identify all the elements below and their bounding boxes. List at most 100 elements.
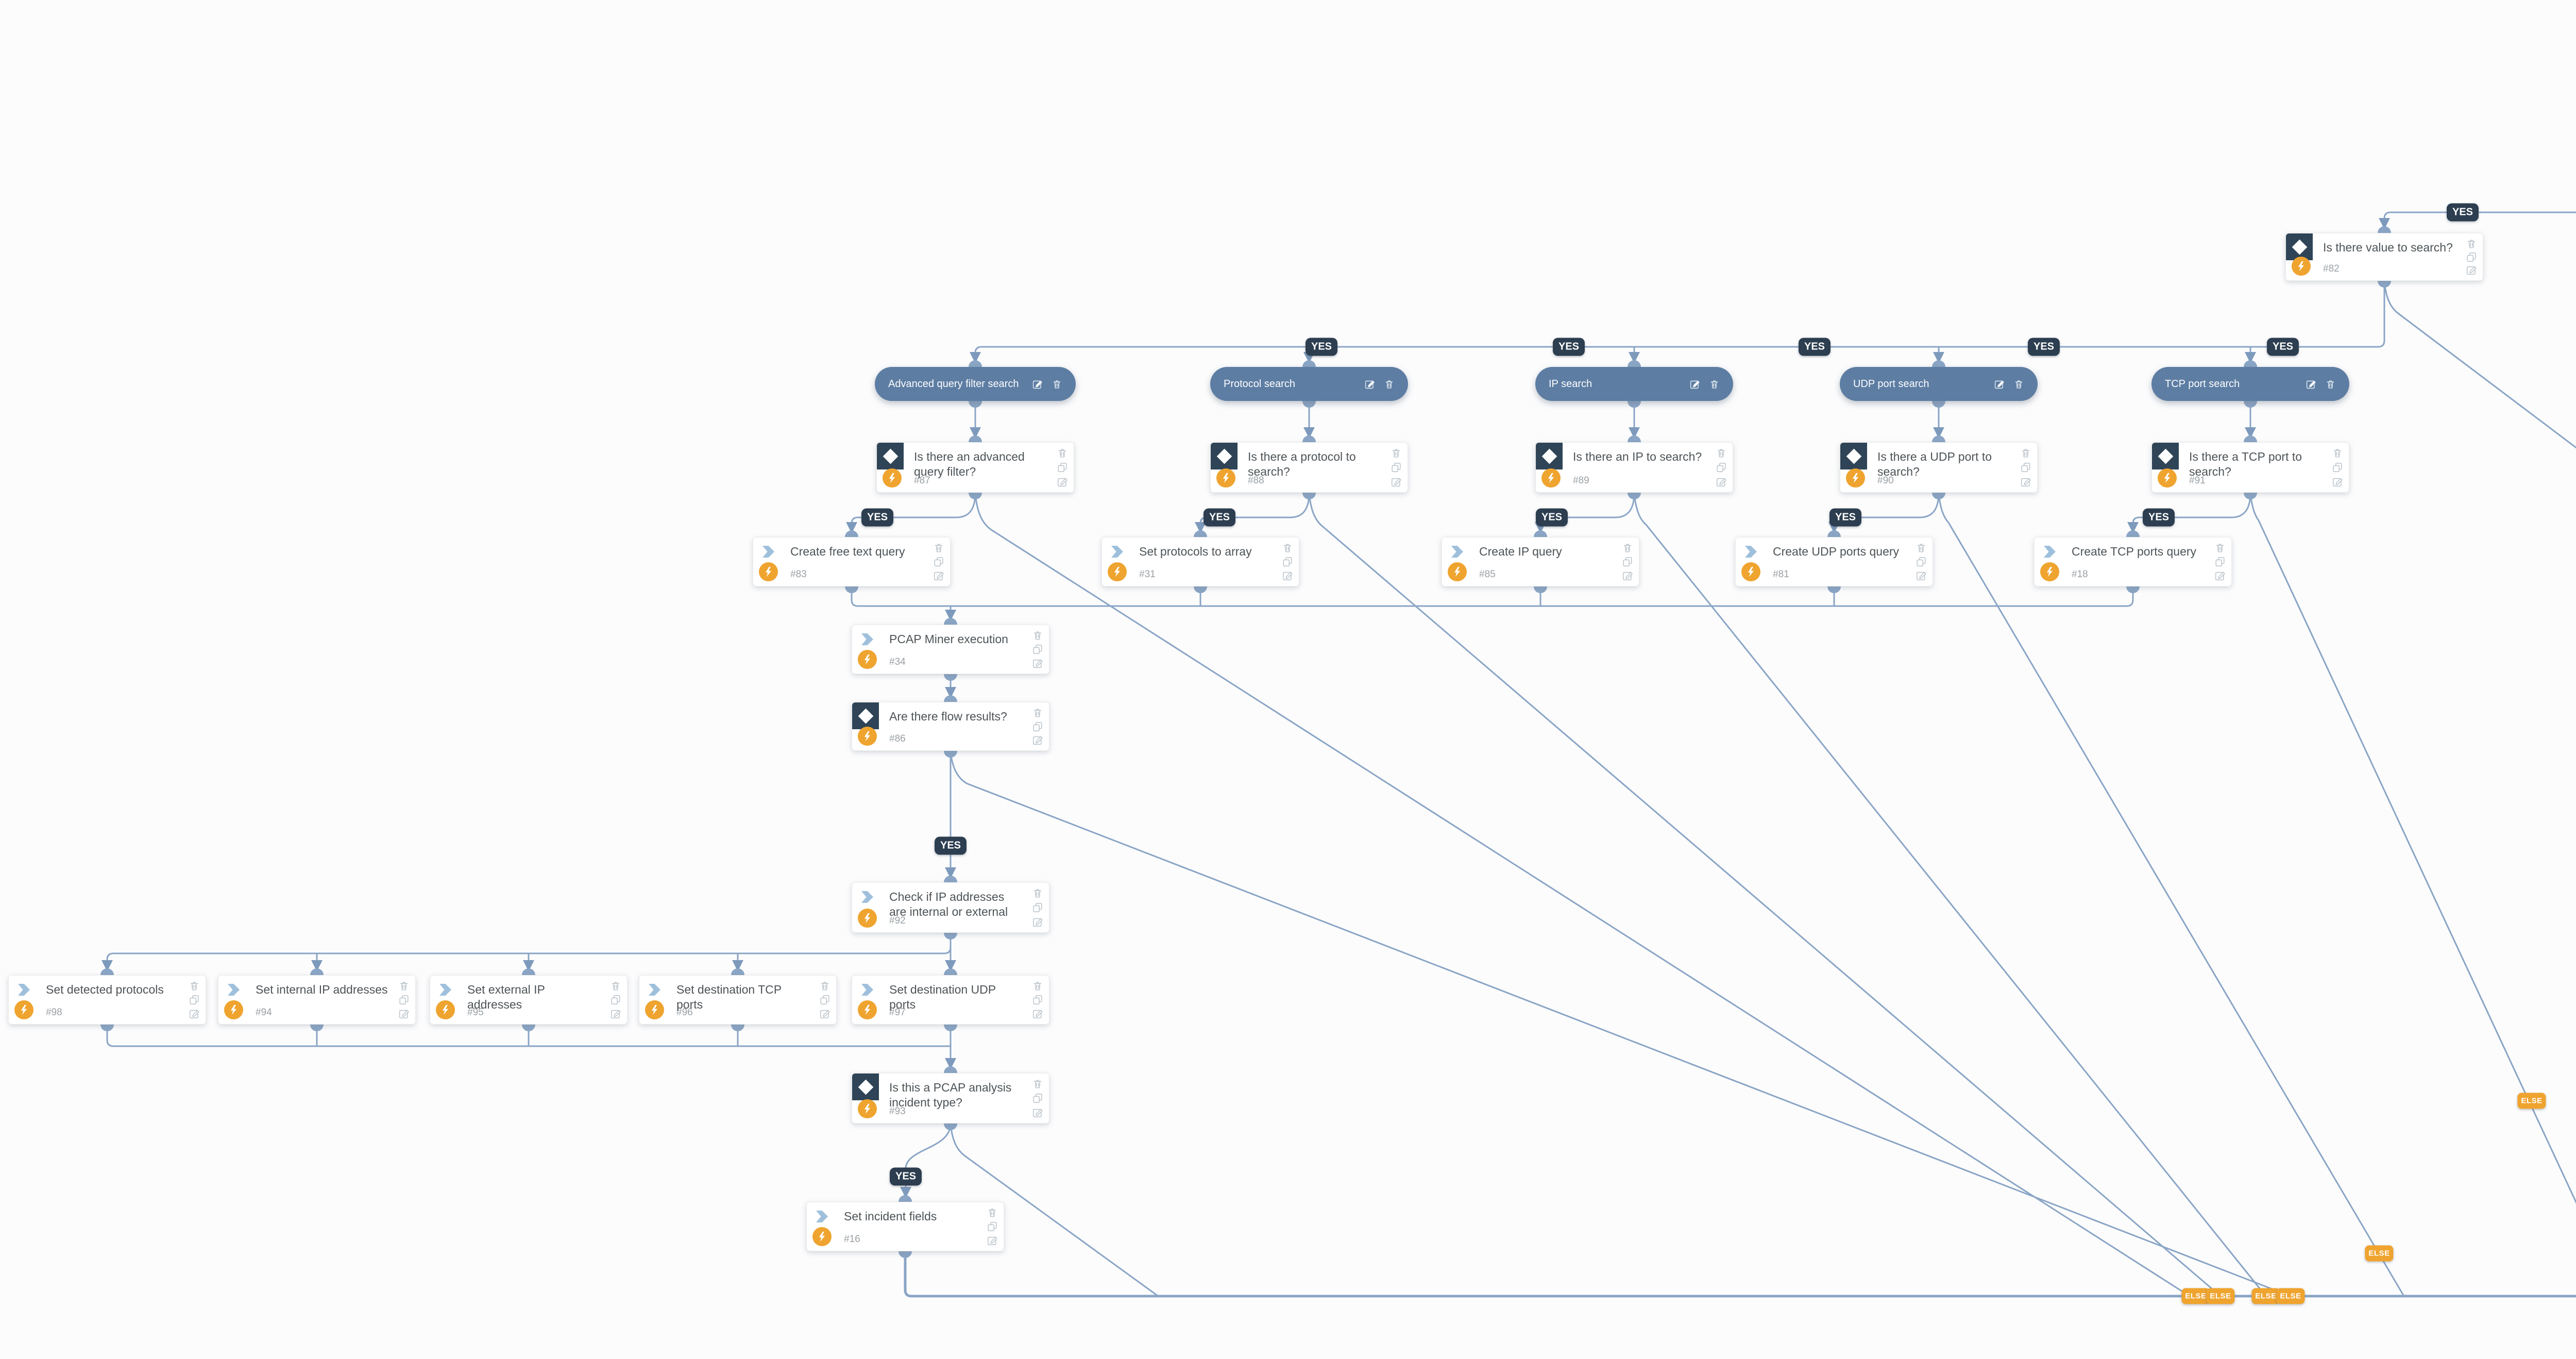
copy-icon[interactable] bbox=[1916, 556, 1927, 567]
edit-icon[interactable] bbox=[1391, 476, 1402, 488]
section-header-advanced-query-filter-search[interactable]: Advanced query filter search bbox=[875, 367, 1076, 401]
task-is-this-a-pcap-analysis-incident-type[interactable]: Is this a PCAP analysis incident type?#9… bbox=[852, 1073, 1049, 1123]
task-is-there-value-to-search[interactable]: Is there value to search?#82 bbox=[2285, 233, 2483, 281]
task-set-destination-tcp-ports[interactable]: Set destination TCP ports#96 bbox=[639, 975, 837, 1025]
edit-icon[interactable] bbox=[2332, 476, 2343, 488]
trash-icon[interactable] bbox=[2466, 238, 2477, 249]
copy-icon[interactable] bbox=[819, 994, 831, 1005]
trash-icon[interactable] bbox=[819, 980, 831, 992]
task-set-internal-ip-addresses[interactable]: Set internal IP addresses#94 bbox=[218, 975, 416, 1025]
copy-icon[interactable] bbox=[1032, 644, 1043, 655]
trash-icon[interactable] bbox=[610, 980, 621, 992]
section-header-ip-search[interactable]: IP search bbox=[1535, 367, 1733, 401]
edit-icon[interactable] bbox=[2020, 476, 2031, 488]
copy-icon[interactable] bbox=[189, 994, 200, 1005]
task-is-there-an-advanced-query-filter[interactable]: Is there an advanced query filter?#87 bbox=[876, 442, 1074, 493]
edit-icon[interactable] bbox=[189, 1008, 200, 1019]
copy-icon[interactable] bbox=[1057, 462, 1068, 473]
copy-icon[interactable] bbox=[2332, 462, 2343, 473]
edit-icon[interactable] bbox=[1032, 658, 1043, 669]
task-create-tcp-ports-query[interactable]: Create TCP ports query#18 bbox=[2034, 537, 2232, 586]
task-title: Is there an advanced query filter? bbox=[914, 450, 1025, 479]
copy-icon[interactable] bbox=[398, 994, 410, 1005]
section-header-protocol-search[interactable]: Protocol search bbox=[1210, 367, 1408, 401]
trash-icon[interactable] bbox=[1057, 447, 1068, 459]
task-is-there-a-tcp-port-to-search[interactable]: Is there a TCP port to search?#91 bbox=[2151, 442, 2349, 493]
trash-icon[interactable] bbox=[933, 542, 944, 553]
trash-icon[interactable] bbox=[2020, 447, 2031, 459]
task-is-there-a-udp-port-to-search[interactable]: Is there a UDP port to search?#90 bbox=[1840, 442, 2038, 493]
trash-icon[interactable] bbox=[1916, 542, 1927, 553]
copy-icon[interactable] bbox=[933, 556, 944, 567]
edit-icon[interactable] bbox=[1622, 570, 1633, 581]
edit-icon[interactable] bbox=[1364, 379, 1375, 390]
trash-icon[interactable] bbox=[987, 1207, 998, 1218]
copy-icon[interactable] bbox=[1032, 1093, 1043, 1104]
copy-icon[interactable] bbox=[2020, 462, 2031, 473]
trash-icon[interactable] bbox=[1032, 1078, 1043, 1089]
trash-icon[interactable] bbox=[1032, 707, 1043, 718]
edit-icon[interactable] bbox=[610, 1008, 621, 1019]
section-header-tcp-port-search[interactable]: TCP port search bbox=[2151, 367, 2349, 401]
edit-icon[interactable] bbox=[1916, 570, 1927, 581]
task-are-there-flow-results[interactable]: Are there flow results?#86 bbox=[852, 702, 1049, 751]
task-is-there-a-protocol-to-search[interactable]: Is there a protocol to search?#88 bbox=[1210, 442, 1408, 493]
copy-icon[interactable] bbox=[987, 1221, 998, 1232]
task-create-free-text-query[interactable]: Create free text query#83 bbox=[753, 537, 951, 586]
trash-icon[interactable] bbox=[2332, 447, 2343, 459]
trash-icon[interactable] bbox=[189, 980, 200, 992]
edit-icon[interactable] bbox=[819, 1008, 831, 1019]
copy-icon[interactable] bbox=[1391, 462, 1402, 473]
edit-icon[interactable] bbox=[2214, 570, 2226, 581]
edit-icon[interactable] bbox=[1689, 379, 1700, 390]
copy-icon[interactable] bbox=[2466, 251, 2477, 263]
edit-icon[interactable] bbox=[1032, 1008, 1043, 1019]
copy-icon[interactable] bbox=[1032, 902, 1043, 913]
trash-icon[interactable] bbox=[1032, 630, 1043, 641]
edit-icon[interactable] bbox=[1032, 916, 1043, 928]
edit-icon[interactable] bbox=[1282, 570, 1293, 581]
trash-icon[interactable] bbox=[2013, 379, 2024, 390]
trash-icon[interactable] bbox=[1709, 379, 1720, 390]
trash-icon[interactable] bbox=[2214, 542, 2226, 553]
copy-icon[interactable] bbox=[1282, 556, 1293, 567]
task-set-detected-protocols[interactable]: Set detected protocols#98 bbox=[8, 975, 206, 1025]
task-check-if-ip-addresses-are-internal-or-external[interactable]: Check if IP addresses are internal or ex… bbox=[852, 882, 1049, 933]
edit-icon[interactable] bbox=[933, 570, 944, 581]
task-create-ip-query[interactable]: Create IP query#85 bbox=[1442, 537, 1639, 586]
task-is-there-an-ip-to-search[interactable]: Is there an IP to search?#89 bbox=[1535, 442, 1733, 493]
edit-icon[interactable] bbox=[1057, 476, 1068, 488]
trash-icon[interactable] bbox=[398, 980, 410, 992]
task-set-external-ip-addresses[interactable]: Set external IP addresses#95 bbox=[430, 975, 628, 1025]
edit-icon[interactable] bbox=[987, 1235, 998, 1246]
trash-icon[interactable] bbox=[1032, 980, 1043, 992]
task-set-protocols-to-array[interactable]: Set protocols to array#31 bbox=[1101, 537, 1299, 586]
task-create-udp-ports-query[interactable]: Create UDP ports query#81 bbox=[1735, 537, 1933, 586]
copy-icon[interactable] bbox=[1716, 462, 1727, 473]
edit-icon[interactable] bbox=[2306, 379, 2316, 390]
task-pcap-miner-execution[interactable]: PCAP Miner execution#34 bbox=[852, 625, 1049, 674]
trash-icon[interactable] bbox=[1622, 542, 1633, 553]
edit-icon[interactable] bbox=[1716, 476, 1727, 488]
edit-icon[interactable] bbox=[1032, 379, 1043, 390]
copy-icon[interactable] bbox=[1622, 556, 1633, 567]
trash-icon[interactable] bbox=[1052, 379, 1062, 390]
trash-icon[interactable] bbox=[1716, 447, 1727, 459]
copy-icon[interactable] bbox=[610, 994, 621, 1005]
edit-icon[interactable] bbox=[2466, 264, 2477, 276]
edit-icon[interactable] bbox=[398, 1008, 410, 1019]
trash-icon[interactable] bbox=[1282, 542, 1293, 553]
trash-icon[interactable] bbox=[1032, 887, 1043, 899]
task-set-incident-fields[interactable]: Set incident fields#16 bbox=[806, 1202, 1004, 1251]
copy-icon[interactable] bbox=[1032, 994, 1043, 1005]
trash-icon[interactable] bbox=[2325, 379, 2336, 390]
copy-icon[interactable] bbox=[2214, 556, 2226, 567]
task-set-destination-udp-ports[interactable]: Set destination UDP ports#97 bbox=[852, 975, 1049, 1025]
copy-icon[interactable] bbox=[1032, 721, 1043, 732]
trash-icon[interactable] bbox=[1384, 379, 1395, 390]
edit-icon[interactable] bbox=[1032, 734, 1043, 746]
edit-icon[interactable] bbox=[1032, 1107, 1043, 1118]
trash-icon[interactable] bbox=[1391, 447, 1402, 459]
edit-icon[interactable] bbox=[1994, 379, 2005, 390]
section-header-udp-port-search[interactable]: UDP port search bbox=[1840, 367, 2038, 401]
